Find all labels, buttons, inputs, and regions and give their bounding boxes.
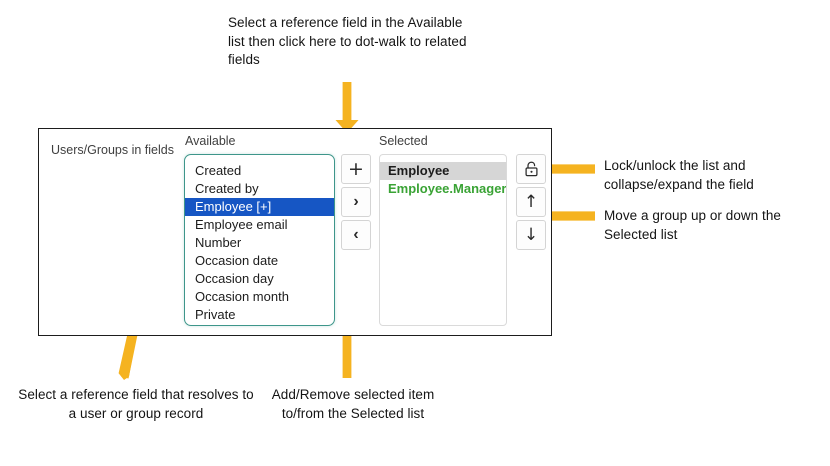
transfer-button-group: + › ‹: [341, 154, 371, 253]
available-list-header: Available: [185, 134, 236, 148]
annotation-reference-field: Select a reference field that resolves t…: [18, 387, 254, 421]
list-item[interactable]: Occasion day: [195, 271, 274, 286]
list-item[interactable]: Employee [+]: [185, 198, 334, 216]
list-control-button-group: ↑ ↓: [516, 154, 546, 253]
annotation-lock: Lock/unlock the list and collapse/expand…: [604, 158, 754, 192]
annotation-top: Select a reference field in the Availabl…: [228, 15, 467, 67]
annotation-add-remove: Add/Remove selected item to/from the Sel…: [271, 387, 435, 421]
list-item[interactable]: Employee.Manager: [388, 181, 507, 196]
list-item[interactable]: Employee email: [195, 217, 288, 232]
arrow-down-icon[interactable]: ↓: [516, 220, 546, 250]
list-item[interactable]: Number: [195, 235, 242, 250]
plus-icon[interactable]: +: [341, 154, 371, 184]
users-groups-field-panel: Users/Groups in fields Available Selecte…: [38, 128, 552, 336]
list-item[interactable]: Created: [195, 163, 242, 178]
annotation-move: Move a group up or down the Selected lis…: [604, 208, 781, 242]
selected-list[interactable]: Employee Employee.Manager: [379, 154, 507, 326]
arrow-down-to-plus-button: [334, 82, 360, 134]
arrow-up-icon[interactable]: ↑: [516, 187, 546, 217]
chevron-right-icon[interactable]: ›: [341, 187, 371, 217]
lock-icon[interactable]: [516, 154, 546, 184]
arrow-left-to-move-buttons: [533, 206, 595, 226]
panel-label: Users/Groups in fields: [51, 143, 174, 157]
arrow-left-to-lock-button: [533, 159, 595, 179]
list-item[interactable]: Occasion date: [195, 253, 279, 268]
chevron-left-icon[interactable]: ‹: [341, 220, 371, 250]
list-item[interactable]: Created by: [195, 181, 259, 196]
list-item[interactable]: Employee: [380, 162, 506, 180]
available-list[interactable]: Created Created by Employee [+] Employee…: [184, 154, 335, 326]
selected-list-header: Selected: [379, 134, 428, 148]
list-item[interactable]: Private: [195, 307, 236, 322]
list-item[interactable]: Occasion month: [195, 289, 289, 304]
